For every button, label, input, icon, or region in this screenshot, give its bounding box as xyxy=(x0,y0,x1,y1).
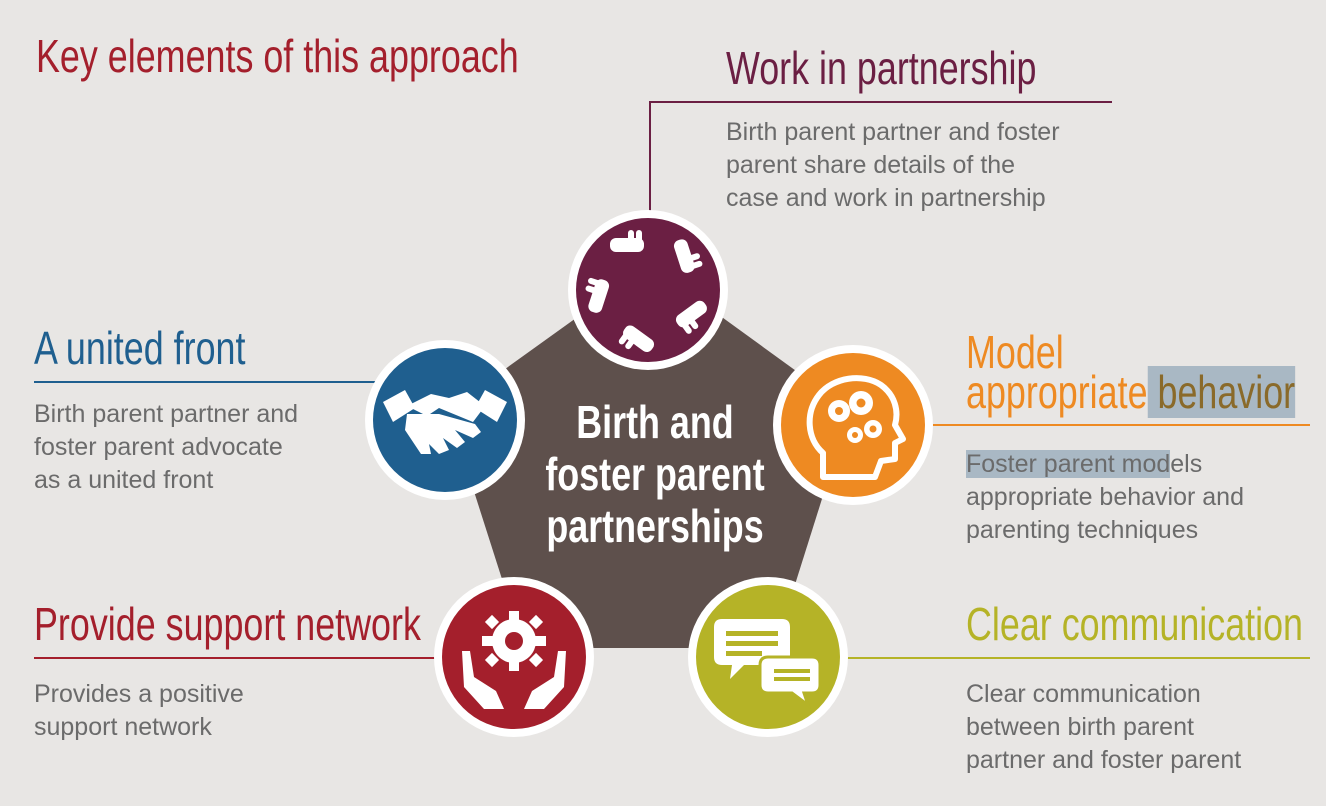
united-description: Birth parent partner and foster parent a… xyxy=(34,398,298,497)
united-desc-line: foster parent advocate xyxy=(34,433,283,461)
work-desc-line: Birth parent partner and foster xyxy=(726,118,1060,146)
communication-desc-line: Clear communication xyxy=(966,680,1201,708)
communication-circle xyxy=(688,577,848,737)
work-connector-line xyxy=(649,101,1112,240)
united-desc-line: as a united front xyxy=(34,466,214,494)
hands-circle-icon xyxy=(585,230,707,353)
work-description: Birth parent partner and foster parent s… xyxy=(726,116,1060,215)
united-circle xyxy=(365,340,525,500)
support-circle xyxy=(434,577,594,737)
model-circle xyxy=(773,345,933,505)
united-desc-line: Birth parent partner and xyxy=(34,400,299,428)
support-heading: Provide support network xyxy=(34,598,421,650)
model-desc-highlight: Foster parent mod xyxy=(966,450,1171,478)
support-desc-line: Provides a positive xyxy=(34,680,244,708)
model-desc-line: parenting techniques xyxy=(966,516,1199,544)
model-desc-rest: els xyxy=(1170,450,1203,478)
work-circle xyxy=(568,210,728,370)
speech-bubbles-icon xyxy=(714,619,822,710)
hands-gear-icon xyxy=(462,611,566,709)
support-description: Provides a positive support network xyxy=(34,678,244,744)
center-label: Birth and foster parent partnerships xyxy=(500,396,810,552)
center-pentagon xyxy=(448,265,850,648)
center-line-1: Birth and xyxy=(576,396,734,448)
communication-description: Clear communication between birth parent… xyxy=(966,678,1241,777)
model-heading-line-2: appropriate behavior xyxy=(966,366,1296,418)
communication-desc-line: between birth parent xyxy=(966,713,1194,741)
page-title: Key elements of this approach xyxy=(36,30,519,82)
model-heading-appropriate: appropriate xyxy=(966,366,1148,418)
united-heading: A united front xyxy=(34,322,246,374)
communication-desc-line: partner and foster parent xyxy=(966,746,1242,774)
center-line-3: partnerships xyxy=(546,500,764,552)
model-desc-line: appropriate behavior and xyxy=(966,483,1244,511)
support-desc-line: support network xyxy=(34,713,212,741)
communication-heading: Clear communication xyxy=(966,598,1304,650)
work-desc-line: parent share details of the xyxy=(726,151,1016,179)
center-line-2: foster parent xyxy=(545,448,765,500)
model-heading-line-1: Model xyxy=(966,326,1064,378)
handshake-icon xyxy=(383,390,507,454)
head-gears-icon xyxy=(806,375,906,480)
model-heading-behavior: behavior xyxy=(1147,366,1296,418)
work-heading: Work in partnership xyxy=(726,42,1037,94)
model-description: Foster parent models appropriate behavio… xyxy=(966,448,1244,547)
work-desc-line: case and work in partnership xyxy=(726,184,1046,212)
